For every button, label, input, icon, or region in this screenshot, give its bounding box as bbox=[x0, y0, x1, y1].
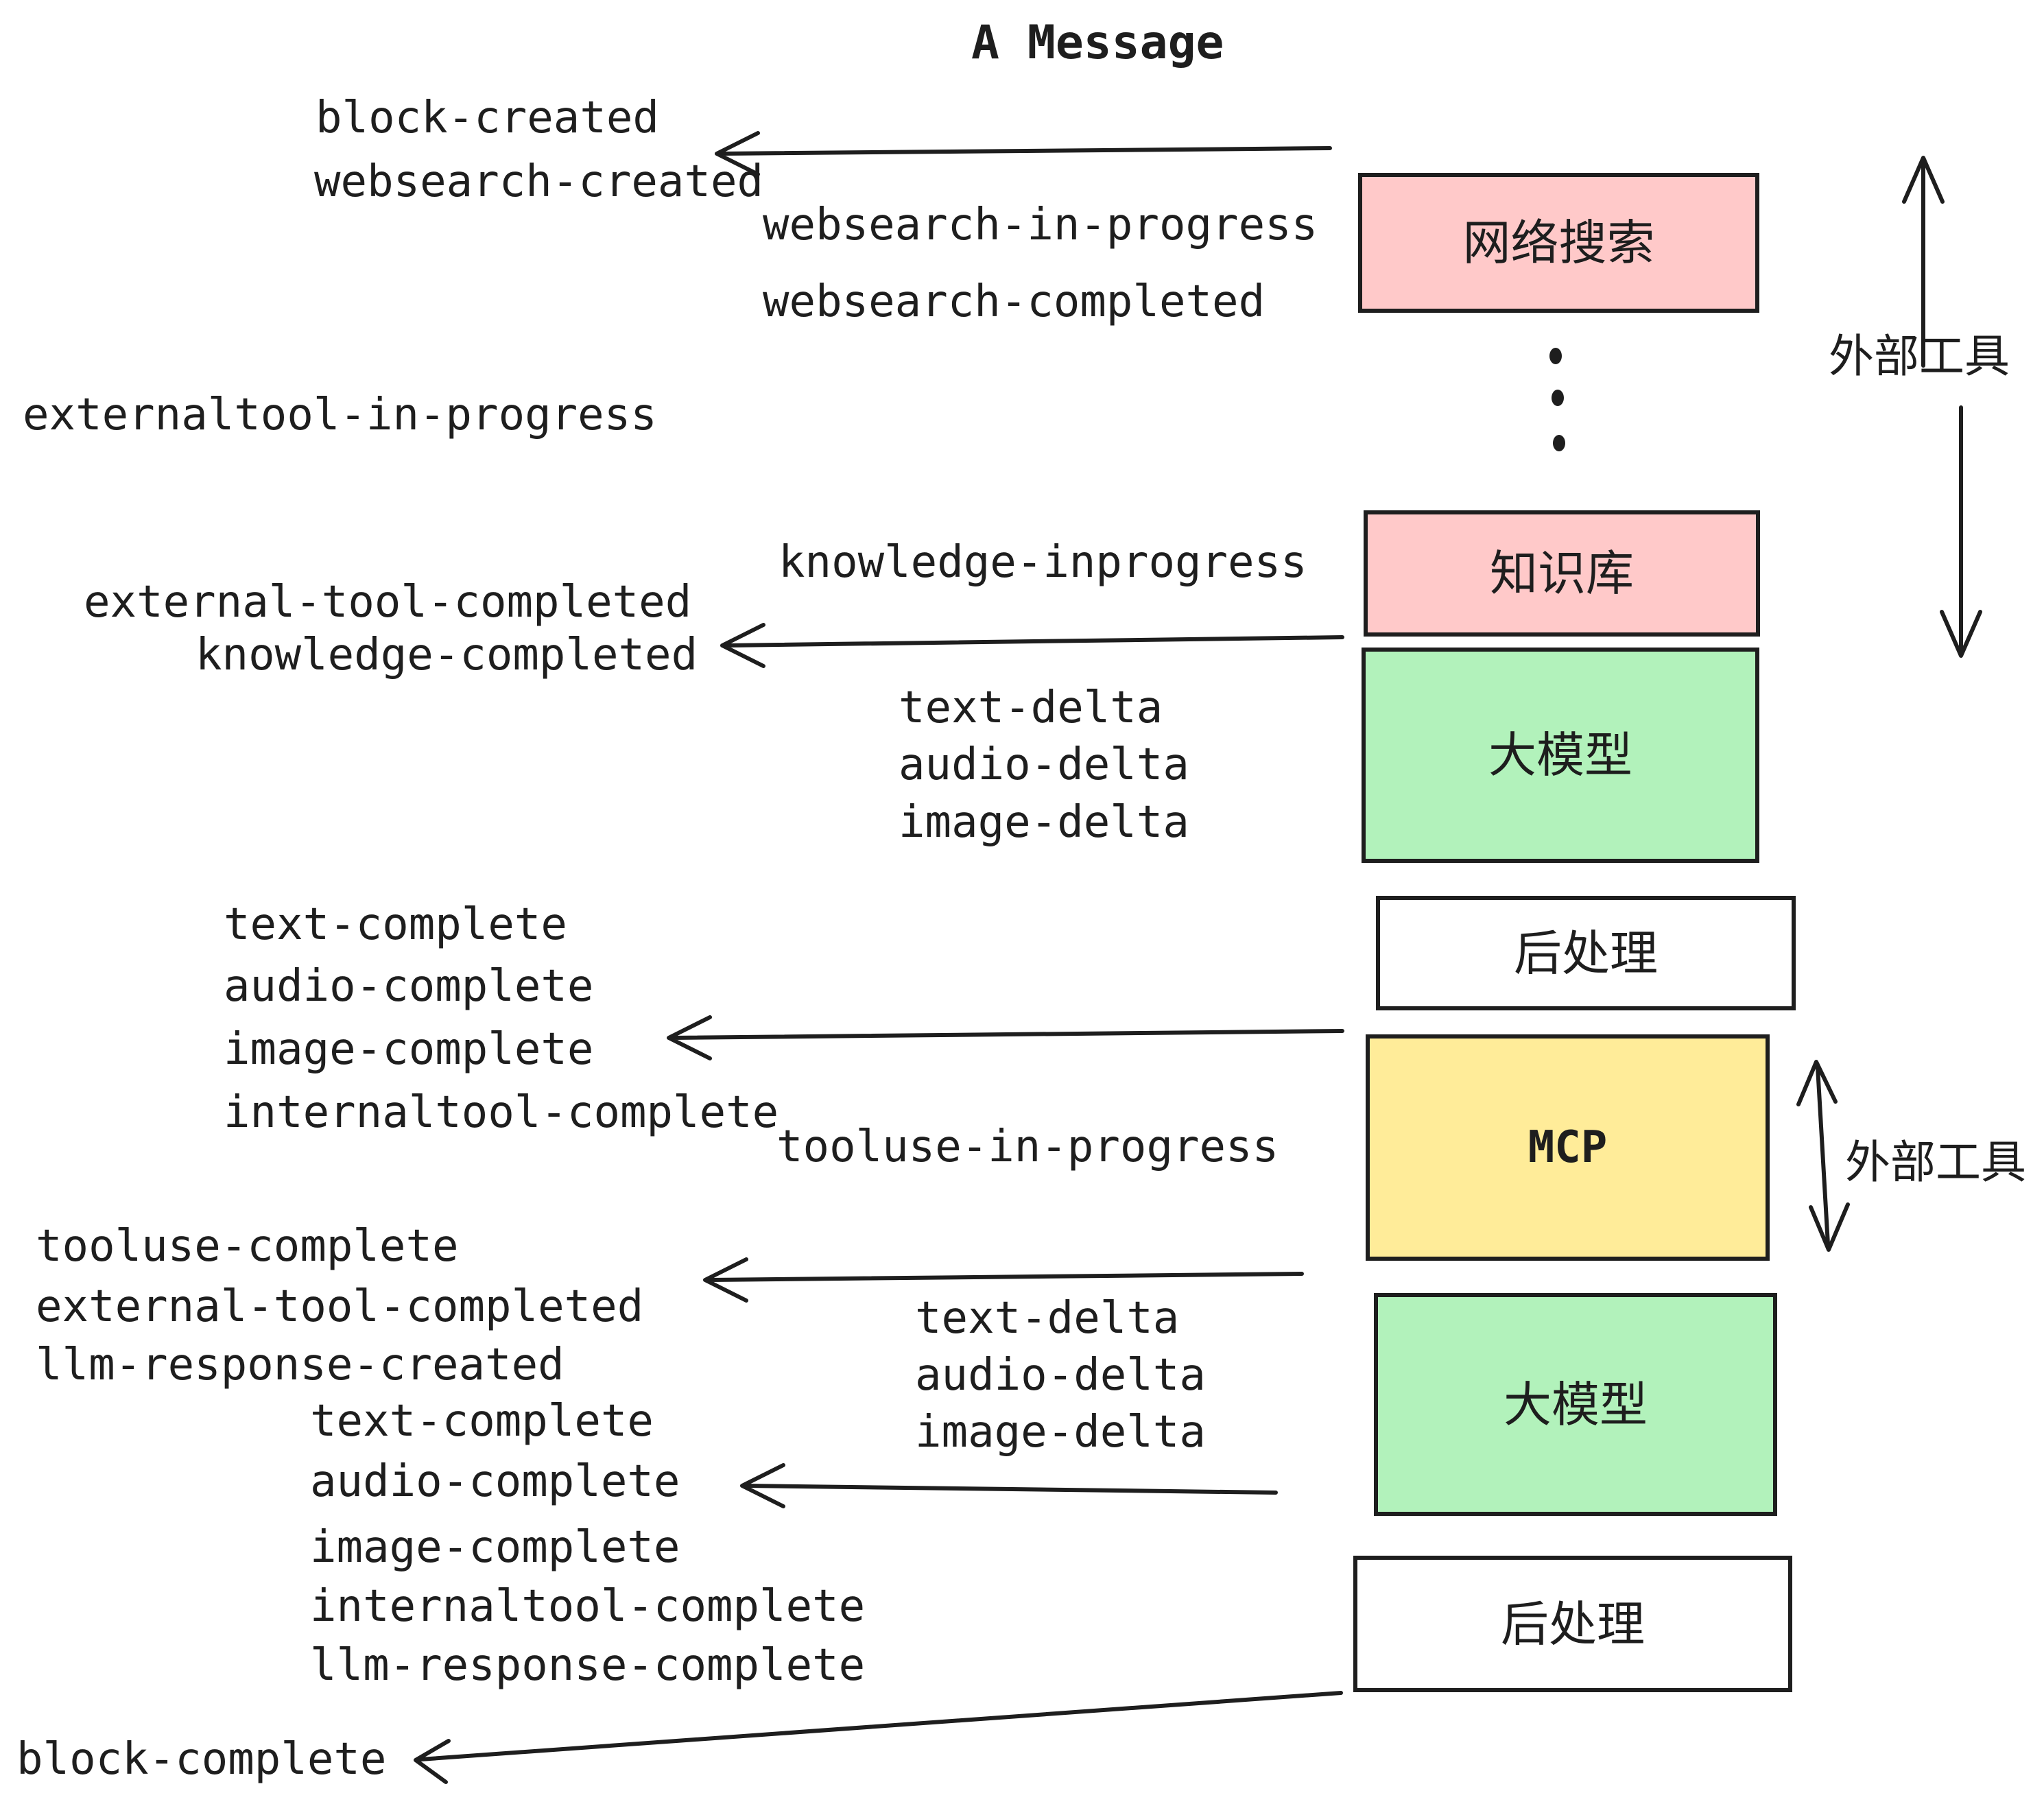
event-image-delta-2: image-delta bbox=[915, 1407, 1206, 1458]
event-audio-complete-1: audio-complete bbox=[224, 961, 594, 1012]
event-internaltool-complete-1: internaltool-complete bbox=[224, 1087, 779, 1138]
external-tools-annotation-2: 外部工具 bbox=[1845, 1136, 2026, 1189]
box-mcp: MCP bbox=[1366, 1034, 1770, 1261]
event-audio-delta-1: audio-delta bbox=[899, 739, 1189, 790]
external-tools-span-arrow-down-icon bbox=[1940, 405, 1982, 658]
external-tools-span-arrow-double-icon bbox=[1796, 1060, 1850, 1252]
box-llm-1: 大模型 bbox=[1362, 648, 1759, 863]
event-external-tool-completed-2: external-tool-completed bbox=[36, 1281, 644, 1332]
box-postprocess-1-label: 后处理 bbox=[1514, 925, 1658, 982]
arrow-postprocess2-to-block-complete-icon bbox=[414, 1691, 1343, 1784]
event-external-tool-completed: external-tool-completed bbox=[84, 577, 692, 628]
box-llm-2: 大模型 bbox=[1374, 1293, 1777, 1516]
box-llm-2-label: 大模型 bbox=[1504, 1376, 1648, 1433]
event-text-complete-2: text-complete bbox=[310, 1396, 654, 1447]
box-postprocess-2: 后处理 bbox=[1353, 1556, 1792, 1692]
event-websearch-created: websearch-created bbox=[314, 156, 764, 207]
ellipsis-dot bbox=[1553, 435, 1565, 451]
event-knowledge-inprogress: knowledge-inprogress bbox=[779, 537, 1307, 588]
event-llm-response-created: llm-response-created bbox=[36, 1340, 565, 1390]
box-knowledge-label: 知识库 bbox=[1490, 545, 1634, 602]
event-image-delta-1: image-delta bbox=[899, 797, 1189, 848]
event-block-complete: block-complete bbox=[16, 1734, 387, 1785]
box-llm-1-label: 大模型 bbox=[1488, 727, 1632, 783]
event-websearch-completed: websearch-completed bbox=[763, 276, 1265, 327]
arrow-postprocess1-to-image-complete-icon bbox=[667, 1015, 1344, 1060]
box-websearch-label: 网络搜索 bbox=[1462, 215, 1655, 271]
event-websearch-in-progress: websearch-in-progress bbox=[763, 200, 1318, 250]
event-image-complete-1: image-complete bbox=[224, 1024, 594, 1075]
event-audio-delta-2: audio-delta bbox=[915, 1350, 1206, 1401]
box-websearch: 网络搜索 bbox=[1358, 173, 1759, 313]
box-mcp-label: MCP bbox=[1528, 1122, 1608, 1173]
event-text-delta-2: text-delta bbox=[915, 1293, 1180, 1344]
event-text-complete-1: text-complete bbox=[224, 899, 567, 950]
event-externaltool-in-progress: externaltool-in-progress bbox=[23, 390, 657, 440]
event-block-created: block-created bbox=[316, 93, 659, 143]
event-internaltool-complete-2: internaltool-complete bbox=[310, 1581, 866, 1632]
box-knowledge: 知识库 bbox=[1364, 510, 1760, 637]
event-audio-complete-2: audio-complete bbox=[310, 1456, 680, 1507]
page-title: A Message bbox=[971, 16, 1224, 70]
ellipsis-dot bbox=[1549, 348, 1562, 364]
box-postprocess-1: 后处理 bbox=[1376, 896, 1796, 1010]
ellipsis-dot bbox=[1552, 390, 1564, 406]
external-tools-annotation-1: 外部工具 bbox=[1829, 330, 2010, 383]
event-tooluse-in-progress: tooluse-in-progress bbox=[776, 1121, 1279, 1172]
event-text-delta-1: text-delta bbox=[899, 683, 1163, 733]
arrow-llm2-to-audio-complete-icon bbox=[740, 1463, 1278, 1508]
arrow-knowledge-to-knowledge-completed-icon bbox=[720, 623, 1344, 668]
arrow-websearch-to-block-created-icon bbox=[715, 131, 1332, 176]
event-knowledge-completed: knowledge-completed bbox=[195, 630, 698, 680]
box-postprocess-2-label: 后处理 bbox=[1501, 1595, 1645, 1652]
event-llm-response-complete: llm-response-complete bbox=[310, 1640, 866, 1691]
event-image-complete-2: image-complete bbox=[310, 1522, 680, 1573]
event-tooluse-complete: tooluse-complete bbox=[36, 1221, 459, 1272]
